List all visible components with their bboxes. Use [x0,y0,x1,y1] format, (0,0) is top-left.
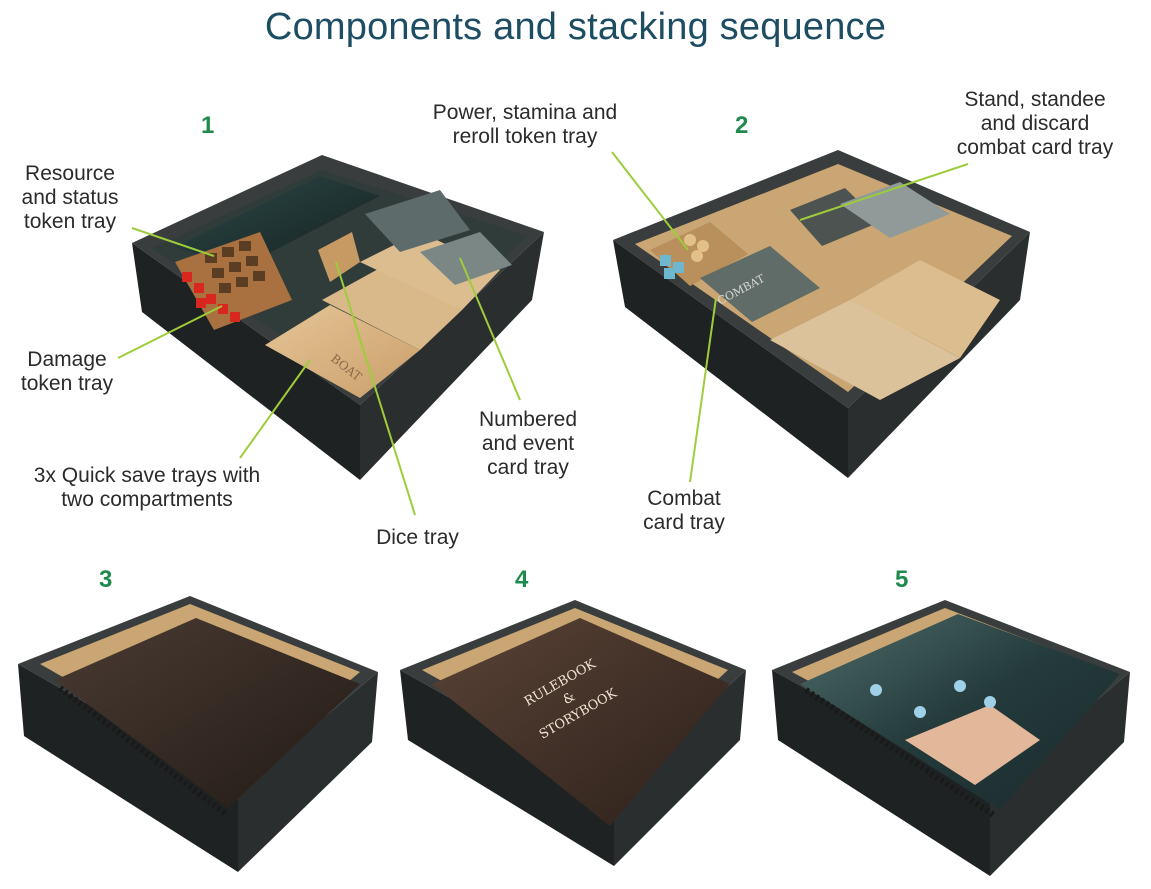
rulebook [432,618,730,826]
box-1-open: BOAT [132,155,544,480]
resource-token-grid [205,241,265,293]
callout-power-stamina [611,151,689,251]
box-3-closed-leather-board [18,596,378,872]
box-2-open: COMBAT [613,150,1030,478]
dice-tray [318,232,360,282]
step-number-2: 2 [735,112,749,139]
callout-lines [117,151,969,516]
box-1-right-wall [360,232,544,480]
box-2-quick-save-tray-b [850,260,1000,358]
callout-combat [689,297,717,483]
label-damage-tray: Damage token tray [20,348,114,395]
map-board [800,614,1120,810]
map-board-icons [870,680,996,718]
power-tokens [684,234,709,262]
map-board-boat-panel [905,705,1040,785]
label-dice-tray: Dice tray [376,526,459,549]
callout-quick-save [239,359,311,459]
quick-save-tray-3 [360,232,500,310]
box-2-quick-save-tray [770,300,960,400]
box-2-left-wall [613,240,848,478]
leather-board [55,618,360,808]
board-spiral-binding [58,685,228,817]
label-stand-standee-tray: Stand, standee and discard combat card t… [956,88,1114,159]
label-numbered-event-tray: Numbered and event card tray [478,408,578,479]
map-spiral-binding [804,687,997,819]
label-power-stamina-tray: Power, stamina and reroll token tray [432,101,618,148]
quick-save-tray-2 [322,268,462,350]
combat-card-tray [700,246,820,322]
box-4-closed-rulebook: RULEBOOK & STORYBOOK [400,600,746,866]
event-card-stack [420,232,512,285]
stamina-tokens [660,255,684,279]
step-number-1: 1 [201,112,215,139]
numbered-event-card-tray [365,190,470,252]
callout-dice [335,261,416,516]
label-quick-save-trays: 3x Quick save trays with two compartment… [33,464,261,511]
step-number-4: 4 [515,566,529,593]
callout-resource-status [131,227,215,257]
step-number-3: 3 [99,566,113,593]
box-1-left-wall [132,243,360,480]
label-resource-status-tray: Resource and status token tray [21,162,119,233]
damage-tokens [182,272,240,322]
label-combat-tray: Combat card tray [643,487,725,534]
step-number-5: 5 [895,566,909,593]
callout-damage [117,305,223,359]
page-title: Components and stacking sequence [264,6,887,48]
card-box-top [840,182,950,238]
quick-save-tray-1 [265,305,420,398]
callout-stand-standee [799,163,969,221]
box-5-closed-map-board [772,600,1130,876]
callout-numbered-event [459,257,521,401]
